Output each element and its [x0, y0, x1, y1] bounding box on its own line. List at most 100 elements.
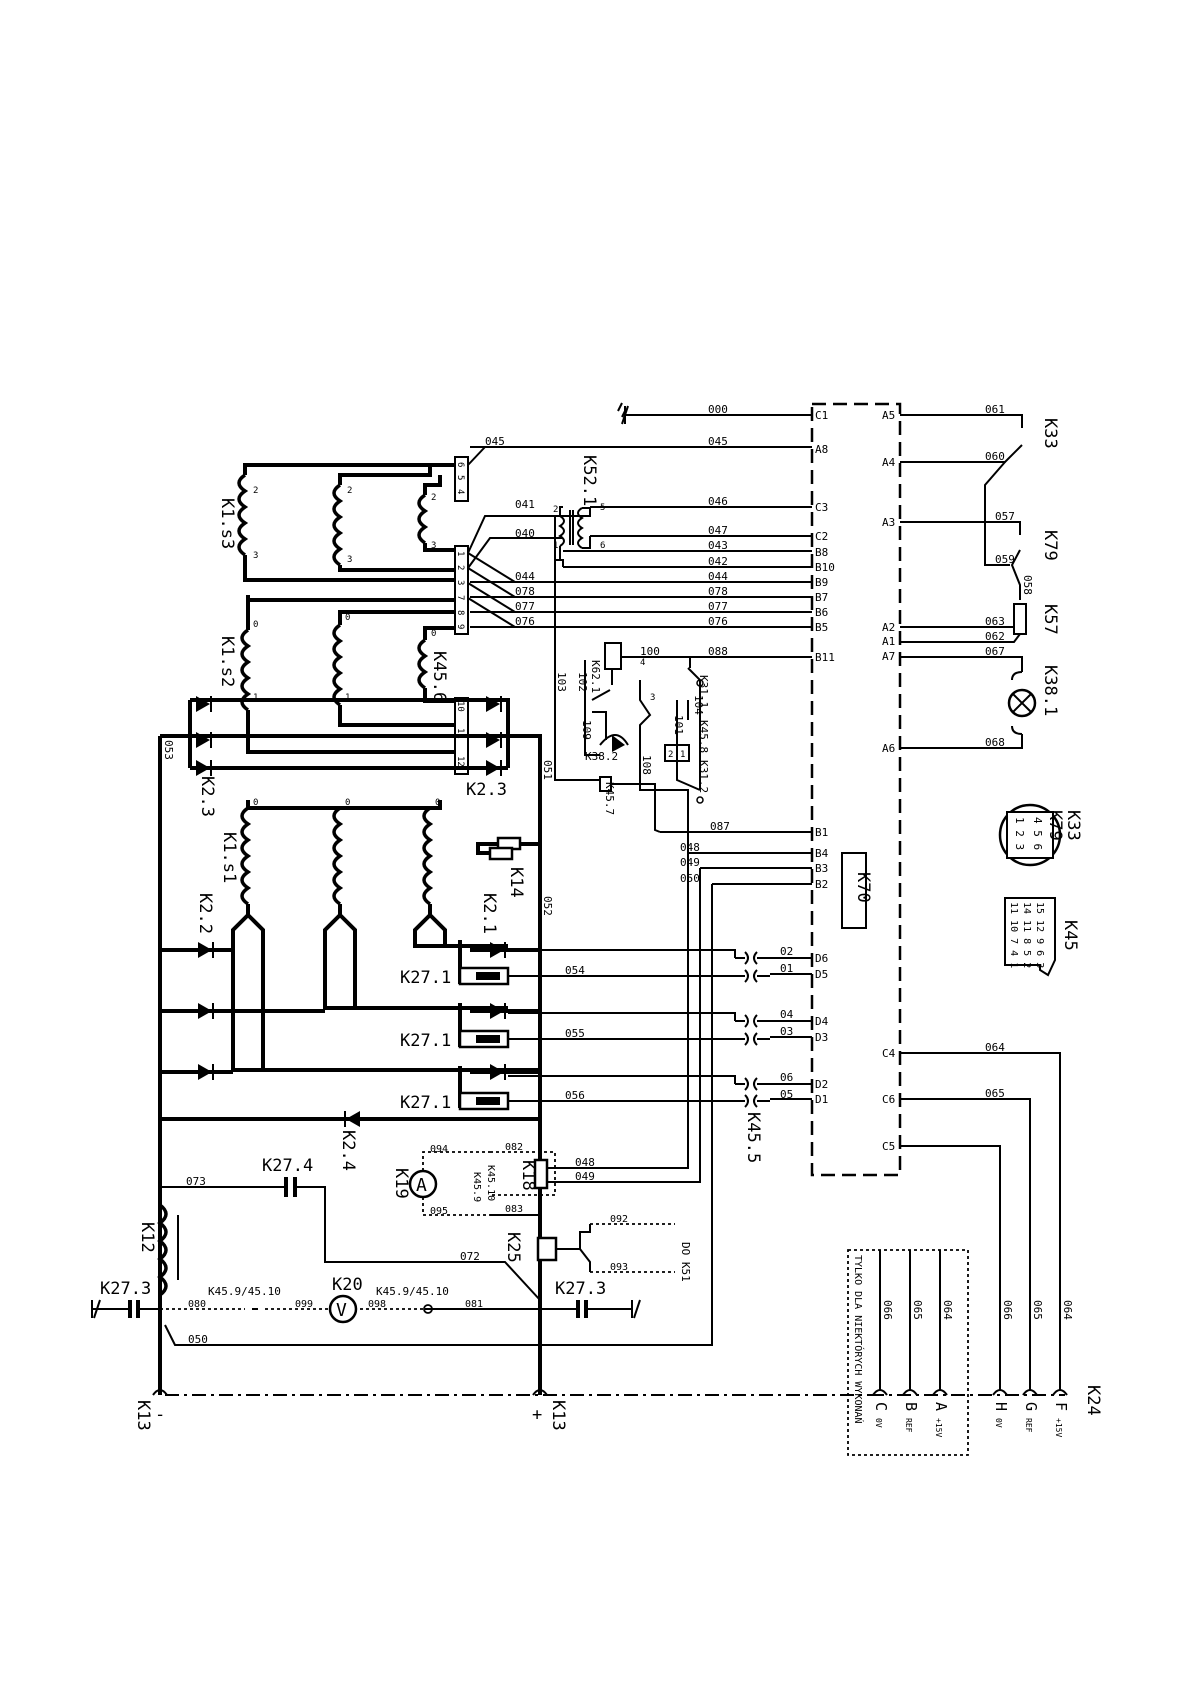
wire-label-109: 109	[580, 720, 593, 740]
k18-label: K18	[518, 1160, 538, 1191]
pin-b5: B5	[815, 621, 828, 634]
ammeter-symbol: A	[416, 1175, 427, 1196]
k2-3-diode-bridge: K2.3 K2.3 053 051	[158, 696, 554, 1395]
wire-label-083: 083	[505, 1204, 523, 1215]
k33-pins-upper: 4 5 6	[1031, 817, 1044, 850]
k33-pins-lower: 1 2 3	[1013, 817, 1026, 850]
k18-shunt	[533, 1158, 549, 1190]
pin-a4: A4	[882, 456, 896, 469]
k79-pinout-label: K79	[1045, 810, 1065, 841]
relay-pin-3: 3	[650, 693, 655, 703]
wire-label-072: 072	[460, 1250, 480, 1263]
wire-label-06: 06	[780, 1071, 793, 1084]
diode-k21-1	[490, 942, 504, 958]
relay-pin-2: 2	[668, 750, 673, 760]
wire-label-077a: 077	[515, 600, 535, 613]
k13-output: - + K13 K13	[133, 1330, 870, 1431]
blk-pin-7: 7	[455, 595, 465, 600]
pin-b7: B7	[815, 591, 828, 604]
wire-label-059: 059	[995, 553, 1015, 566]
k45-pin-row-3: 15 12 9 6 3	[1034, 902, 1045, 968]
wire-label-104: 104	[692, 695, 705, 715]
k33-k79-pinout: 1 2 3 4 5 6 K33 K79	[998, 803, 1083, 867]
wire-label-052: 052	[541, 896, 554, 916]
pin-a5: A5	[882, 409, 895, 422]
k24-sig-a: +15V	[934, 1418, 943, 1437]
wire-label-040: 040	[515, 527, 535, 540]
k1s1-term-c: 0	[435, 798, 440, 808]
pin-c6: C6	[882, 1093, 895, 1106]
k45-9-label: K45.9	[471, 1172, 482, 1202]
diode-k23-l1	[196, 696, 210, 712]
k1-s1-windings: 0 0 0 K1.s1 K14 052 K2.1 K2.2	[195, 790, 554, 1395]
k45-pin-row-2: 14 11 8 5 2	[1021, 902, 1032, 968]
wire-label-043: 043	[708, 539, 728, 552]
k20-label: K20	[332, 1275, 363, 1295]
blk-pin-3: 3	[455, 580, 465, 585]
box-wire-065: 065	[911, 1300, 924, 1320]
pin-d3: D3	[815, 1031, 828, 1044]
k2-4-label: K2.4	[338, 1130, 358, 1171]
k52-pin-1: 1	[553, 541, 558, 551]
k45-9-10-label-b: K45.9/45.10	[376, 1285, 449, 1298]
pin-c4: C4	[882, 1047, 896, 1060]
k1s3-term-2b: 2	[347, 486, 352, 496]
wire-label-077b: 077	[708, 600, 728, 613]
wire-label-060: 060	[985, 450, 1005, 463]
pin-b3: B3	[815, 862, 828, 875]
k24-sig-g: REF	[1024, 1418, 1033, 1433]
measurement-circuit: A K19 K18 094 095 082 083 K45.10 K45.9 0…	[91, 841, 713, 1346]
k24-term-f: F	[1052, 1402, 1070, 1411]
blk-pin-6: 6	[455, 462, 465, 467]
relay-pin-1: 1	[680, 750, 685, 760]
wire-label-054: 054	[565, 964, 585, 977]
k1s3-term-3b: 3	[347, 555, 352, 565]
k24-term-h: H	[992, 1402, 1010, 1411]
wire-label-098: 098	[368, 1299, 386, 1310]
diode-k23-r3	[486, 760, 500, 776]
blk-pin-12: 12	[455, 756, 465, 767]
k24-term-a: A	[932, 1402, 950, 1411]
k25-label: K25	[503, 1232, 523, 1263]
k70-left-pins: C1 A8 C3 C2 B8 B10 B9 B7 B6 B5 B11 B1 B4…	[815, 409, 835, 1106]
wire-label-04: 04	[780, 1008, 794, 1021]
k25-relay	[536, 1236, 558, 1262]
k27-1-blocks	[458, 966, 510, 1111]
k24-sig-b: REF	[904, 1418, 913, 1433]
k52-pin-5: 5	[600, 503, 605, 513]
pin-c2: C2	[815, 530, 828, 543]
wire-label-076a: 076	[515, 615, 535, 628]
pin-c3: C3	[815, 501, 828, 514]
k27-1-label-a: K27.1	[400, 968, 451, 988]
k52-1-label: K52.1	[579, 455, 599, 506]
blk-pin-5: 5	[455, 475, 465, 480]
k70-right-pins: A5 A4 A3 A2 A1 A7 A6 C4 C6 C5	[882, 409, 896, 1153]
k24-term-b: B	[902, 1402, 920, 1411]
wire-label-048: 048	[575, 1156, 595, 1169]
diode-k23-l2	[196, 732, 210, 748]
k52-1-transformer: K52.1 5 6 2 1	[553, 455, 605, 567]
k45-pinout: 11 10 7 4 1 14 11 8 5 2 15 12 9 6 3 K45	[1004, 897, 1080, 977]
k14-label: K14	[506, 867, 526, 898]
pin-c5: C5	[882, 1140, 895, 1153]
k2-rectifier: K27.1 K27.1 K27.1 054 055 056	[160, 940, 735, 1113]
control-circuit: 2 1 100 088 102 103 104 101 109 108 087 …	[554, 560, 730, 853]
diode-k23-r1	[486, 696, 500, 712]
k52-pin-6: 6	[600, 541, 605, 551]
pin-d1: D1	[815, 1093, 828, 1106]
wire-label-049: 049	[575, 1170, 595, 1183]
do-k51-label: DO K51	[679, 1242, 692, 1282]
wire-label-042: 042	[708, 555, 728, 568]
k1-s2-label: K1.s2	[217, 636, 237, 687]
blk-pin-11: 11	[455, 728, 465, 739]
k24-connector: 064 065 064 065 066 TYLKO DLA NIEKTÓRYCH…	[847, 1041, 1103, 1456]
k2-4-diode: K2.4	[160, 1111, 540, 1171]
k38-2-label: K38.2	[585, 750, 618, 763]
diode-k22-2	[198, 1003, 212, 1019]
k45-9-10-label-a: K45.9/45.10	[208, 1285, 281, 1298]
plus-sign: +	[532, 1405, 542, 1425]
minus-sign: -	[155, 1405, 165, 1425]
wire-label-05: 05	[780, 1088, 793, 1101]
k45-5-connector: 02 01 04 03 06 05 K45.5	[508, 945, 794, 1163]
k27-3-label-right: K27.3	[555, 1279, 606, 1299]
